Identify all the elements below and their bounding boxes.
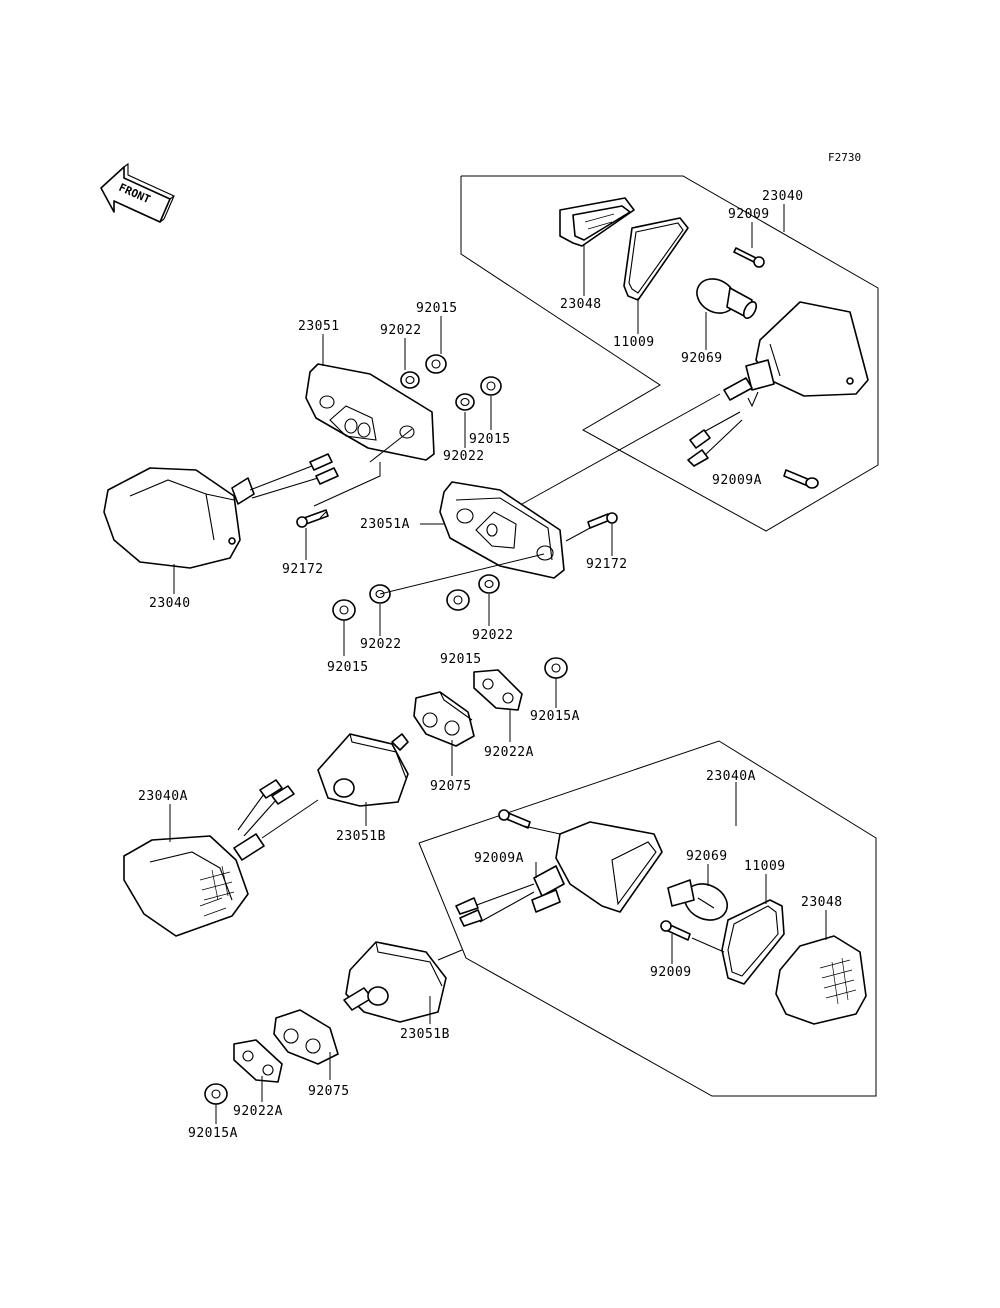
label-23040-top: 23040 (762, 189, 804, 204)
gasket-11009-bottom (721, 899, 785, 985)
label-23051A: 23051A (360, 517, 410, 532)
label-23051B-top: 23051B (336, 829, 386, 844)
screw-92009A-bottom (498, 809, 531, 829)
housing-23040-left (103, 453, 339, 569)
label-92009-bottom: 92009 (650, 965, 692, 980)
assembly-outline-top (460, 175, 879, 532)
bracket-23051 (305, 363, 435, 461)
screw-92009A-top (783, 469, 819, 489)
assembly-outline-bottom (418, 740, 877, 1097)
figure-ref: F2730 (828, 151, 861, 164)
label-92015-c: 92015 (327, 660, 369, 675)
nut-92015-a (425, 354, 447, 374)
label-92022-c: 92022 (360, 637, 402, 652)
grommet-92075-top (413, 691, 475, 747)
label-92015-b: 92015 (469, 432, 511, 447)
label-23048-bottom: 23048 (801, 895, 843, 910)
label-92075-top: 92075 (430, 779, 472, 794)
nut-92015A-top (544, 657, 568, 679)
label-23040A-right: 23040A (706, 769, 756, 784)
screw-92009-top (733, 247, 765, 268)
label-23040A-left: 23040A (138, 789, 188, 804)
label-92009-top: 92009 (728, 207, 770, 222)
washer-92022-d (478, 574, 500, 594)
label-23048-top: 23048 (560, 297, 602, 312)
nut-92015-d (446, 589, 470, 611)
label-92015-d: 92015 (440, 652, 482, 667)
part-labels: 23040 23048 11009 92009 92069 92009A 230… (138, 189, 843, 1141)
label-92015A-top: 92015A (530, 709, 580, 724)
front-arrow-icon: FRONT (100, 162, 176, 223)
plate-92022A-bottom (233, 1039, 283, 1083)
washer-92022-a (400, 371, 420, 389)
label-92009A-top: 92009A (712, 473, 762, 488)
leader-lines (169, 204, 827, 1124)
plate-92022A-top (473, 669, 523, 711)
screw-92172-left (296, 509, 329, 528)
label-92009A-bottom: 92009A (474, 851, 524, 866)
grommet-92075-bottom (273, 1009, 339, 1065)
screw-92009-bottom (660, 920, 691, 941)
label-92069-top: 92069 (681, 351, 723, 366)
bracket-23051B-top (317, 733, 409, 807)
nut-92015-c (332, 599, 356, 621)
bulb-92069-top (696, 278, 758, 319)
housing-23040A-left (123, 779, 295, 937)
lens-23048-top (559, 197, 635, 247)
gasket-11009-top (623, 217, 689, 301)
nut-92015A-bottom (204, 1083, 228, 1105)
label-92075-bottom: 92075 (308, 1084, 350, 1099)
label-23040-left: 23040 (149, 596, 191, 611)
connectors-top (687, 411, 743, 467)
label-11009-top: 11009 (613, 335, 655, 350)
label-92015A-bottom: 92015A (188, 1126, 238, 1141)
housing-23040-top (723, 301, 869, 408)
label-92172-left: 92172 (282, 562, 324, 577)
label-92172-right: 92172 (586, 557, 628, 572)
label-23051: 23051 (298, 319, 340, 334)
label-23051B-bottom: 23051B (400, 1027, 450, 1042)
assembly-lines (261, 393, 725, 961)
washer-92022-b (455, 393, 475, 411)
label-11009-bottom: 11009 (744, 859, 786, 874)
label-92022-a: 92022 (380, 323, 422, 338)
label-92022-d: 92022 (472, 628, 514, 643)
lens-23048-bottom (775, 935, 867, 1025)
screw-92172-right (587, 512, 618, 529)
label-92022A-bottom: 92022A (233, 1104, 283, 1119)
label-92069-bottom: 92069 (686, 849, 728, 864)
bracket-23051B-bottom (343, 941, 447, 1023)
nut-92015-b (480, 376, 502, 396)
bracket-23051A (439, 481, 565, 579)
label-92022-b: 92022 (443, 449, 485, 464)
bulb-92069-bottom (667, 879, 728, 921)
label-92015-a: 92015 (416, 301, 458, 316)
housing-23040A-right (455, 821, 663, 927)
label-92022A-top: 92022A (484, 745, 534, 760)
